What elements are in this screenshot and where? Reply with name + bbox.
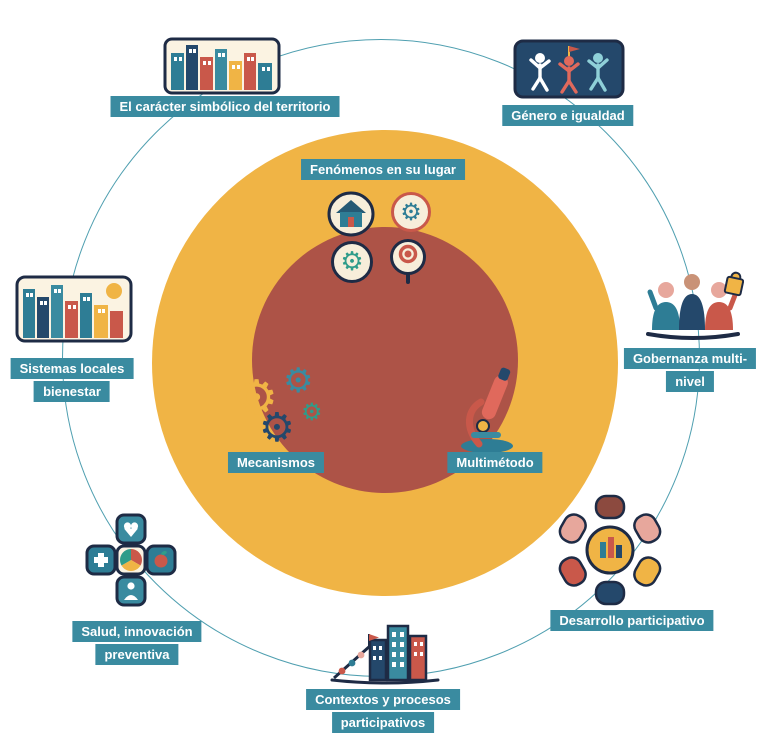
hands-circle-icon (550, 490, 670, 610)
gears-cluster-icon: ⚙ ⚙ ⚙ ⚙ (231, 362, 339, 458)
gear-icon: ⚙ (400, 198, 422, 226)
gear-icon: ⚙ (235, 370, 279, 426)
territorio-label-text: El carácter simbólico del territorio (110, 96, 340, 117)
mecanismos-label-text: Mecanismos (227, 452, 325, 473)
sistemas-label-text: Sistemas locales bienestar (10, 358, 134, 403)
microscope-icon (453, 362, 525, 454)
contextos-label-text: Contextos y procesos participativos (306, 689, 460, 734)
gear-icon: ⚙ (340, 247, 364, 277)
multimetodo-label-text: Multimétodo (447, 452, 543, 473)
people-puzzle-icon (642, 264, 744, 348)
multimetodo-label: Multimétodo (447, 451, 543, 474)
genero-label: Género e igualdad (502, 104, 634, 127)
territorio-label: El carácter simbólico del territorio (110, 95, 340, 118)
city-skyline-icon (162, 36, 282, 96)
desarrollo-label-text: Desarrollo participativo (550, 610, 714, 631)
people-equality-icon (512, 38, 626, 100)
salud-label-text: Salud, innovación preventiva (72, 621, 202, 666)
magnifier-icon (389, 238, 427, 286)
house-icon (327, 191, 375, 237)
fenomenos-label: Fenómenos en su lugar (301, 158, 465, 181)
gear-icon: ⚙ (259, 405, 295, 451)
sistemas-label: Sistemas locales bienestar (10, 357, 134, 404)
fenomenos-label-text: Fenómenos en su lugar (301, 159, 465, 180)
gear-icon: ⚙ (283, 361, 314, 401)
green-gear-badge-icon: ⚙ (331, 241, 373, 283)
gobernanza-label: Gobernanza multi- nivel (623, 347, 757, 394)
health-cross-icon (84, 510, 178, 614)
gear-icon: ⚙ (301, 398, 323, 426)
salud-label: Salud, innovación preventiva (72, 620, 202, 667)
city-people-icon (328, 620, 442, 686)
gear-badge-icon: ⚙ (391, 192, 431, 232)
gobernanza-label-text: Gobernanza multi- nivel (623, 348, 757, 393)
local-city-icon (14, 274, 134, 344)
genero-label-text: Género e igualdad (502, 105, 634, 126)
desarrollo-label: Desarrollo participativo (550, 609, 714, 632)
mecanismos-label: Mecanismos (227, 451, 325, 474)
contextos-label: Contextos y procesos participativos (306, 688, 460, 735)
